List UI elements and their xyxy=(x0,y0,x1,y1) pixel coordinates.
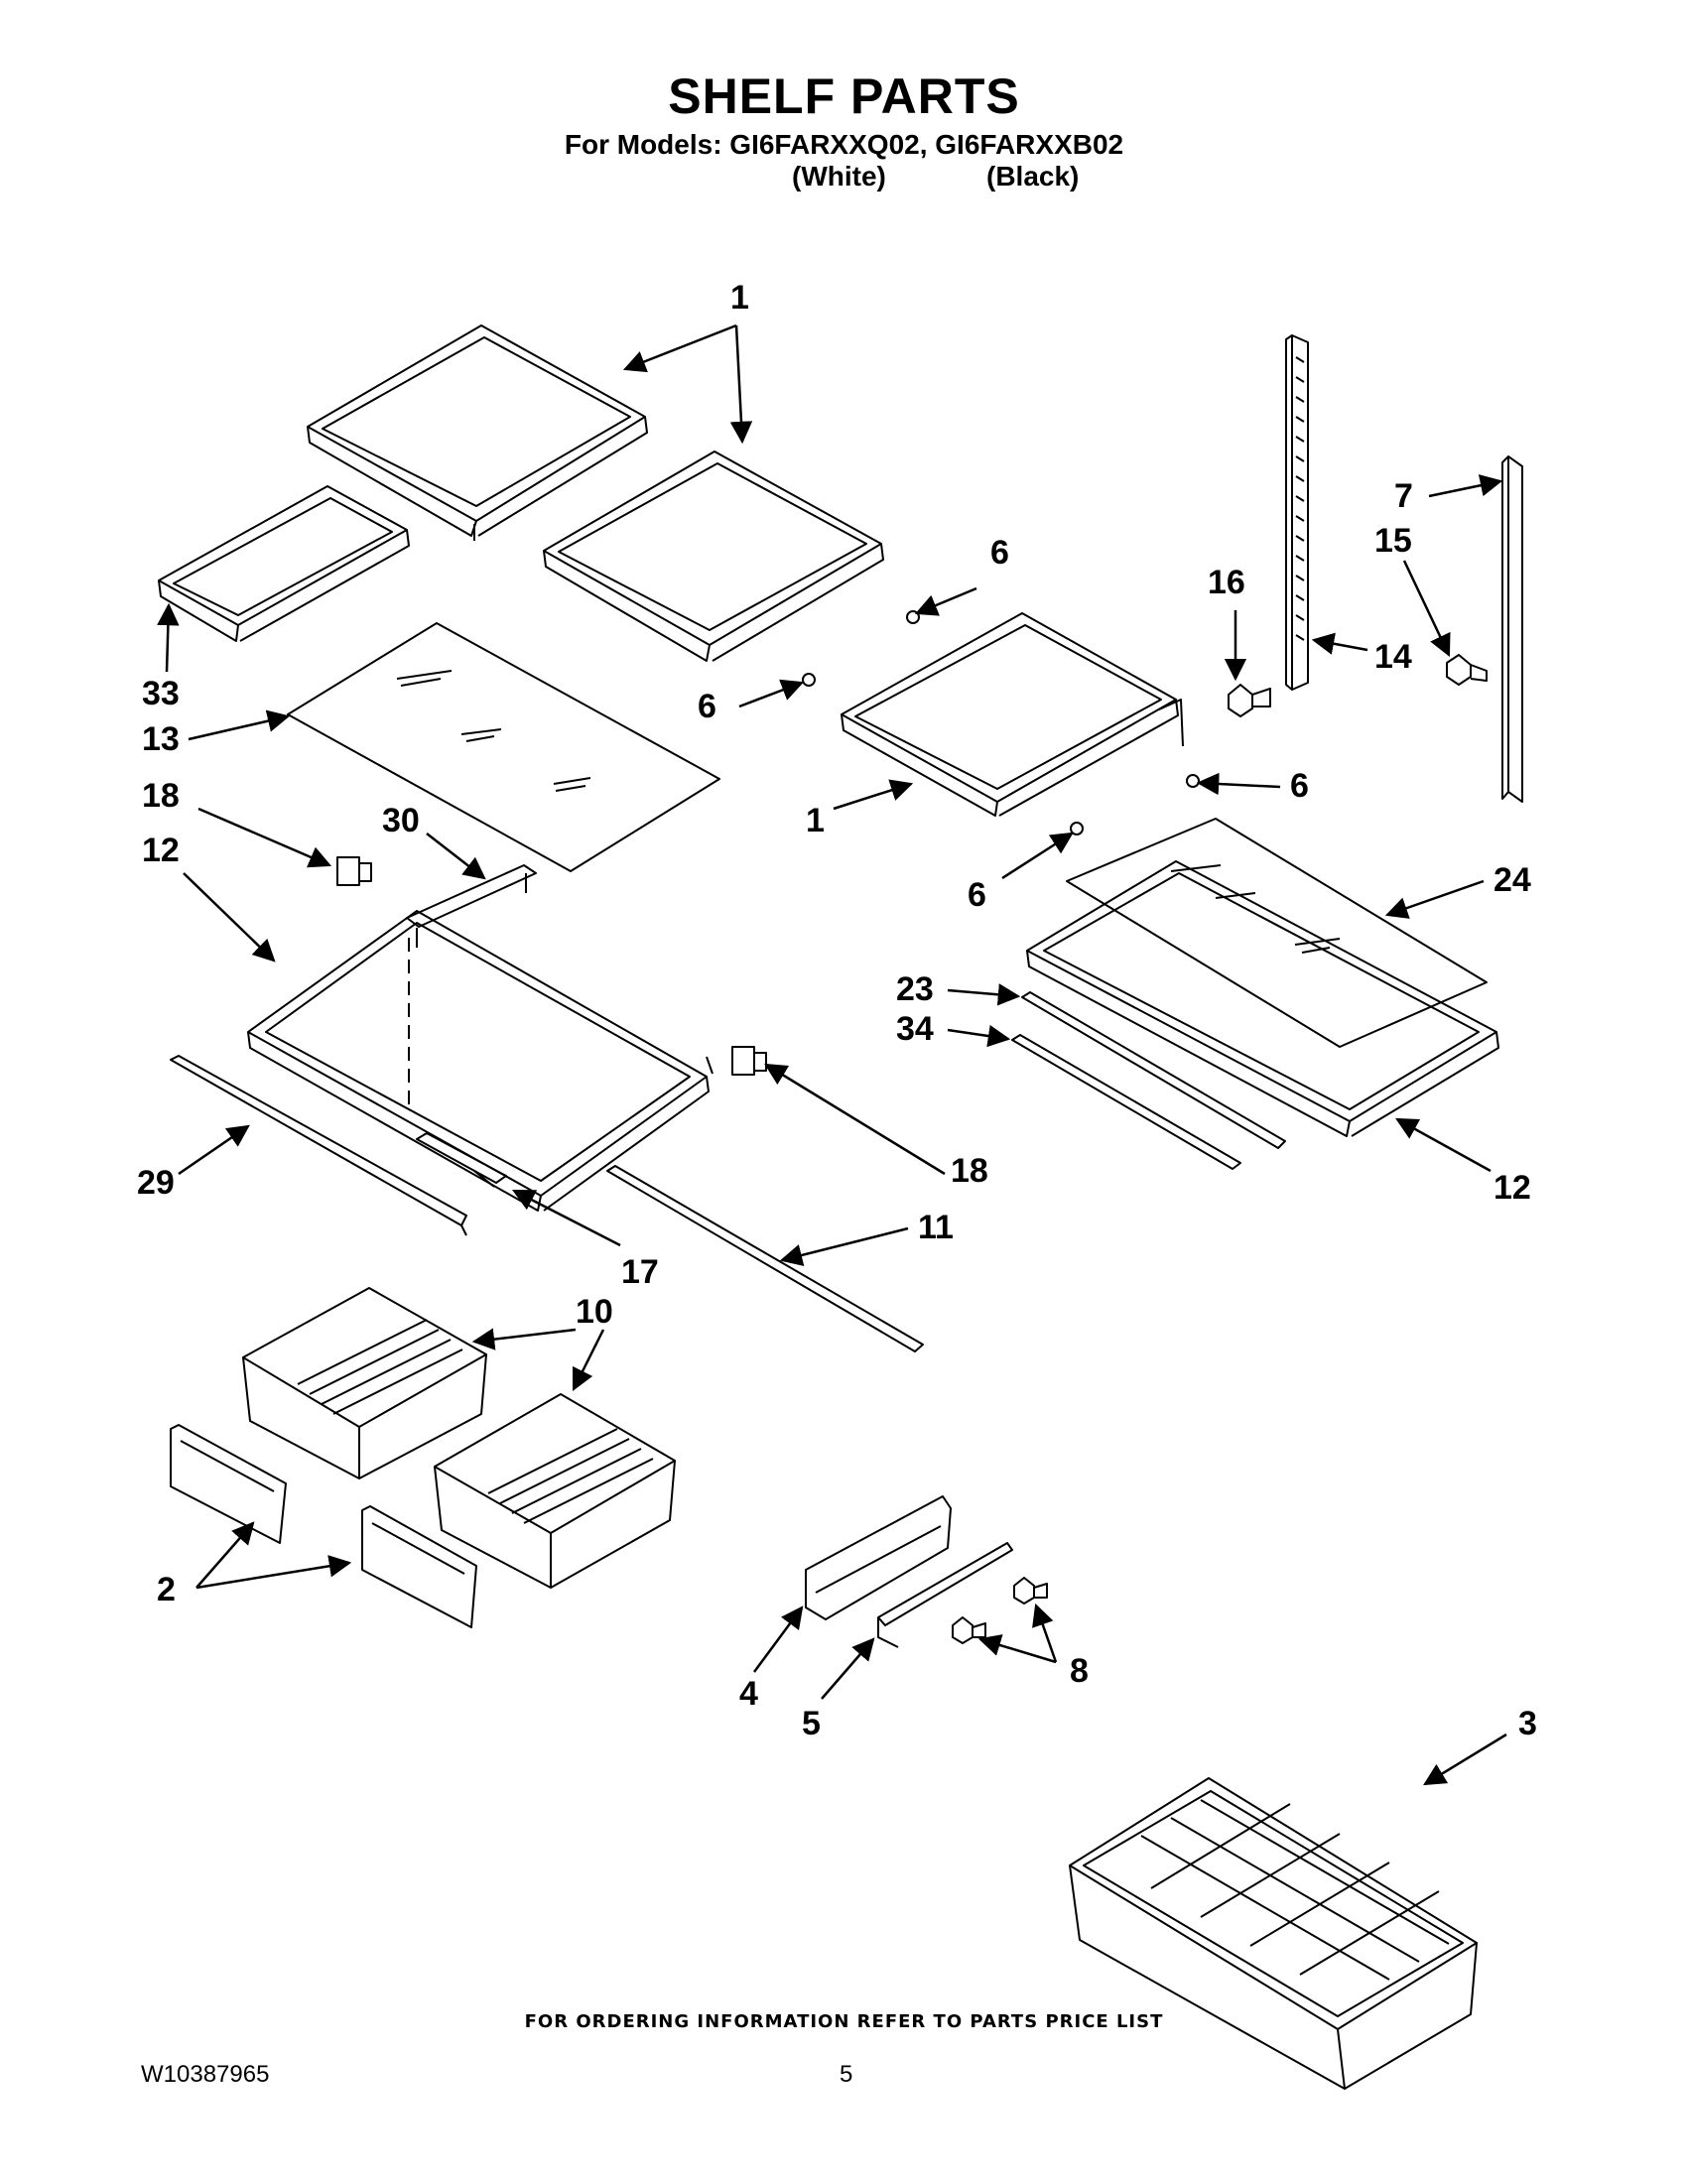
leader-33 xyxy=(157,602,180,673)
callout-33: 33 xyxy=(142,675,180,712)
clip-part-18-right xyxy=(731,1046,767,1076)
handle-part-2-left xyxy=(170,1424,287,1544)
leader-10a xyxy=(471,1328,577,1350)
leader-15 xyxy=(1402,560,1451,658)
leader-1c xyxy=(833,779,914,811)
leader-14 xyxy=(1311,632,1368,655)
callout-4: 4 xyxy=(739,1675,758,1713)
shelf-part-1-middle xyxy=(543,450,884,662)
trim-part-34 xyxy=(1011,1034,1241,1170)
leader-8a xyxy=(1032,1603,1058,1663)
shelf-frame-part-12-right xyxy=(1026,860,1499,1137)
callout-6d: 6 xyxy=(968,876,986,914)
page-number: 5 xyxy=(840,2061,853,2088)
leader-12a xyxy=(183,872,276,963)
leader-30 xyxy=(426,833,486,880)
shelf-part-1-top xyxy=(307,324,648,541)
callout-12a: 12 xyxy=(142,832,180,869)
leader-23 xyxy=(947,983,1021,1006)
leader-7 xyxy=(1428,474,1503,498)
leader-18a xyxy=(197,807,332,868)
slide-part-5 xyxy=(877,1542,1013,1648)
callout-34: 34 xyxy=(896,1010,934,1048)
callout-3: 3 xyxy=(1518,1705,1537,1742)
ordering-note: FOR ORDERING INFORMATION REFER TO PARTS … xyxy=(524,2011,1164,2032)
screw-part-15 xyxy=(1446,654,1488,686)
color-label-black: (Black) xyxy=(986,161,1080,192)
callout-12b: 12 xyxy=(1493,1169,1531,1207)
leader-12b xyxy=(1395,1117,1492,1173)
callout-13: 13 xyxy=(142,720,180,758)
screws-part-8 xyxy=(952,1577,1048,1644)
leader-3 xyxy=(1423,1733,1507,1786)
leader-6c xyxy=(1196,772,1281,796)
handle-part-2-right xyxy=(361,1505,477,1628)
leader-1b xyxy=(729,324,753,445)
callout-5: 5 xyxy=(802,1705,821,1742)
callout-18a: 18 xyxy=(142,777,180,815)
trim-part-23 xyxy=(1021,991,1286,1149)
rail-part-14 xyxy=(1285,334,1309,691)
callout-1a: 1 xyxy=(730,279,749,317)
leader-34 xyxy=(947,1024,1011,1048)
slide-part-17 xyxy=(416,1132,507,1188)
glass-panel-24 xyxy=(1066,818,1488,1048)
bracket-part-30 xyxy=(406,864,537,1111)
leader-13 xyxy=(188,709,291,741)
slide-part-4 xyxy=(805,1495,952,1620)
callout-30: 30 xyxy=(382,802,420,839)
leader-2a xyxy=(195,1521,255,1589)
callout-7: 7 xyxy=(1394,477,1413,515)
leader-6a xyxy=(914,586,977,616)
callout-2: 2 xyxy=(157,1571,176,1608)
callout-16: 16 xyxy=(1208,564,1245,601)
leader-8b xyxy=(977,1634,1057,1664)
callout-24: 24 xyxy=(1493,861,1531,899)
trim-part-29 xyxy=(170,1055,467,1236)
clip-part-18-left xyxy=(336,856,372,886)
callout-18b: 18 xyxy=(951,1152,988,1190)
shelf-frame-part-12-left xyxy=(247,910,714,1212)
callout-1b: 1 xyxy=(806,802,825,839)
color-label-white: (White) xyxy=(792,161,886,192)
callout-14: 14 xyxy=(1374,638,1412,676)
callout-8: 8 xyxy=(1070,1652,1089,1690)
leader-11 xyxy=(779,1226,909,1266)
leader-1a xyxy=(622,323,737,373)
page-title: SHELF PARTS xyxy=(668,68,1020,124)
rail-part-7 xyxy=(1501,455,1523,803)
shelf-part-1-right xyxy=(841,612,1184,817)
freezer-basket-part-3 xyxy=(1069,1777,1478,2090)
crisper-drawer-part-10-left xyxy=(242,1287,487,1479)
callout-6a: 6 xyxy=(990,534,1009,572)
leader-10b xyxy=(572,1329,605,1392)
leader-29 xyxy=(178,1124,250,1176)
callout-11: 11 xyxy=(918,1209,954,1246)
leader-18b xyxy=(764,1063,946,1176)
leader-17 xyxy=(511,1189,621,1247)
callout-17: 17 xyxy=(621,1253,659,1291)
callout-23: 23 xyxy=(896,970,934,1008)
document-number: W10387965 xyxy=(141,2061,270,2088)
callout-29: 29 xyxy=(137,1164,175,1202)
trim-part-11 xyxy=(606,1165,924,1352)
screw-part-16 xyxy=(1228,684,1271,717)
crisper-drawer-part-10-right xyxy=(434,1393,676,1589)
callout-10: 10 xyxy=(576,1293,613,1331)
glass-panel-13 xyxy=(287,622,720,872)
leader-24 xyxy=(1384,879,1485,919)
callout-15: 15 xyxy=(1374,522,1412,560)
leader-6b xyxy=(738,679,805,708)
callout-6b: 6 xyxy=(698,688,716,725)
shelf-part-33 xyxy=(158,485,410,642)
leader-4 xyxy=(752,1606,804,1673)
leader-2b xyxy=(195,1555,352,1590)
models-line: For Models: GI6FARXXQ02, GI6FARXXB02 xyxy=(564,129,1124,160)
leader-6d xyxy=(1001,832,1074,880)
leader-5 xyxy=(821,1637,875,1700)
screws-part-6 xyxy=(802,610,1200,835)
callout-6c: 6 xyxy=(1290,767,1309,805)
